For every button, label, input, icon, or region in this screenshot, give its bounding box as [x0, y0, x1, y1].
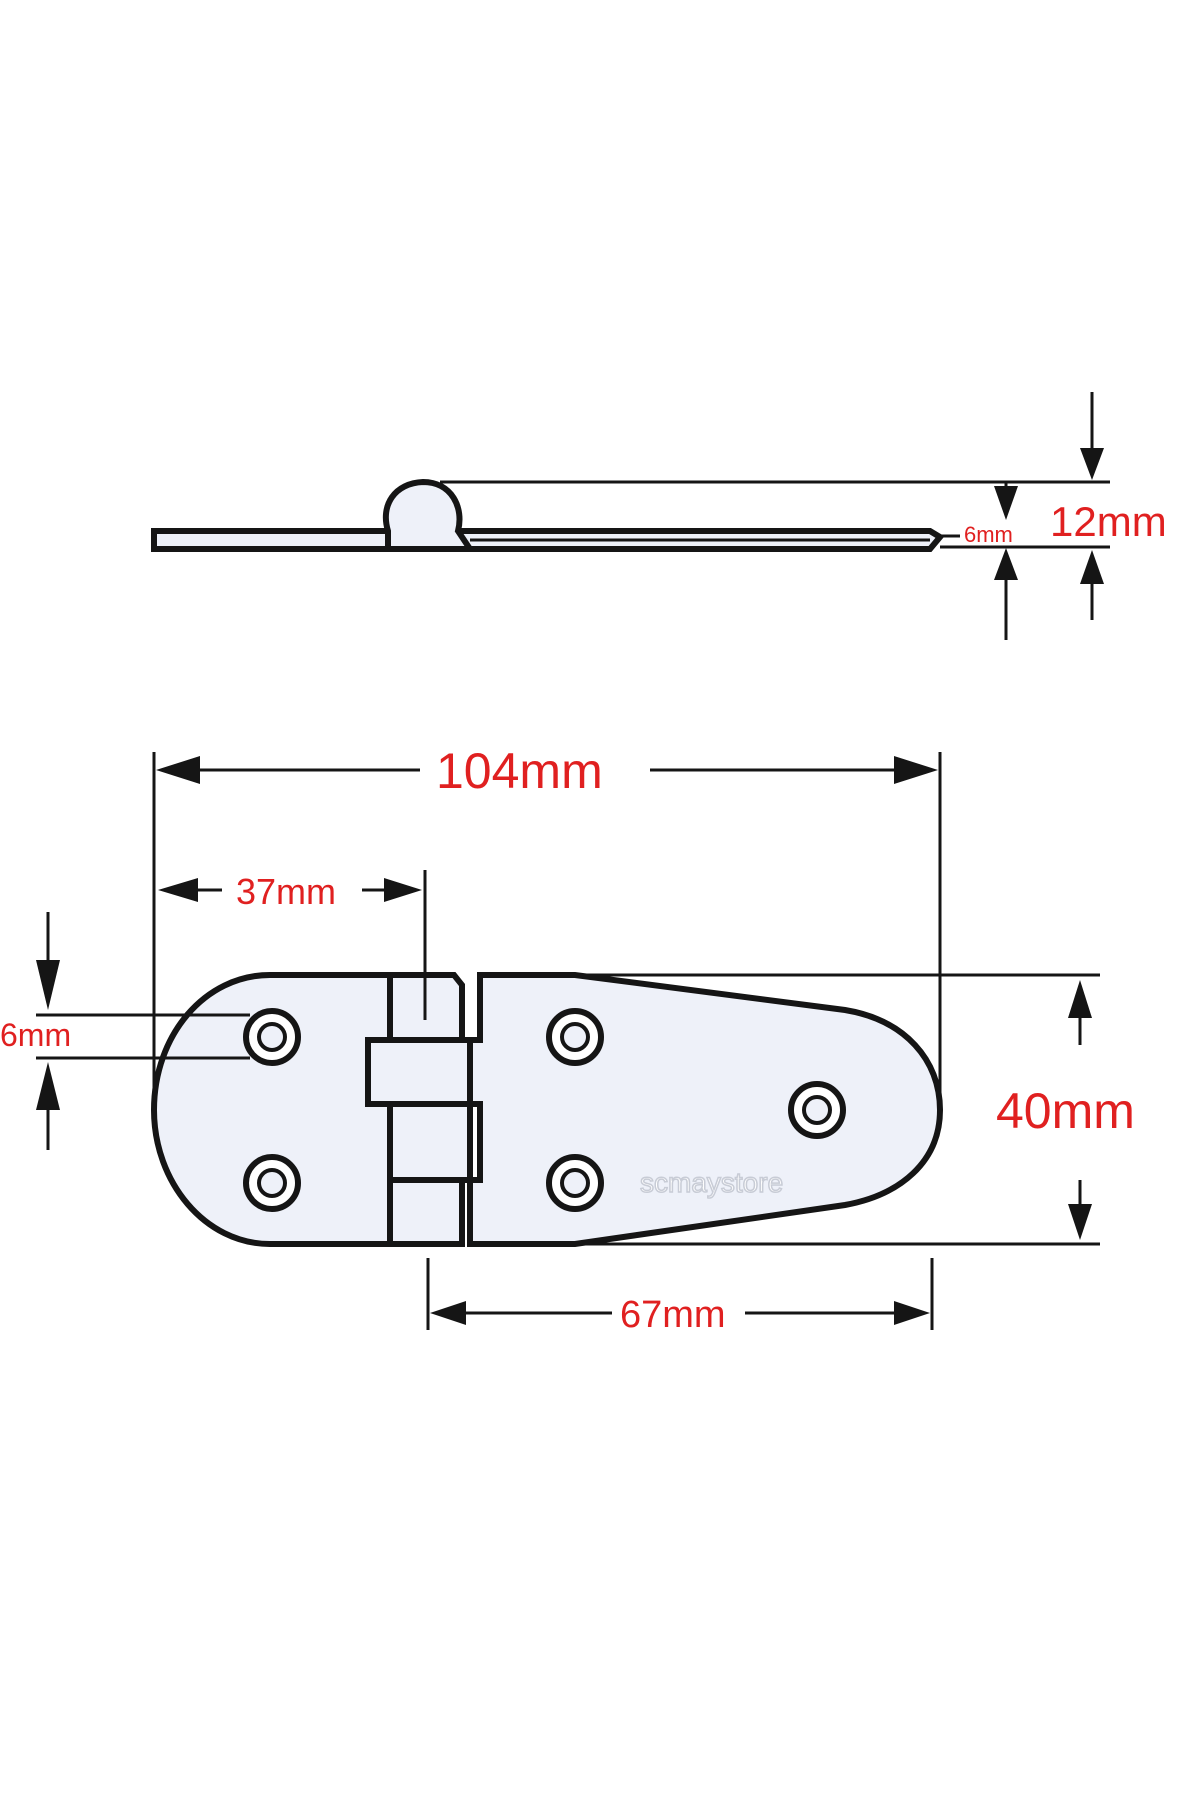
side-6mm-top-arrow [994, 486, 1018, 520]
mounting-hole [546, 1008, 604, 1066]
overall-right-arrow [894, 756, 938, 784]
width-top-arrow [1068, 980, 1092, 1018]
side-12mm-top-arrow [1080, 448, 1104, 480]
top-view: scmaystore 104mm 37mm 6mm 40mm [0, 743, 1135, 1336]
hole-top-arrow [36, 960, 60, 1010]
hole-bottom-arrow [36, 1062, 60, 1110]
long-leaf-length-label: 67mm [620, 1294, 726, 1336]
side-thickness-label: 6mm [964, 522, 1013, 547]
mounting-hole [788, 1081, 846, 1139]
hole-diameter-label: 6mm [0, 1017, 71, 1053]
knuckle-segment-lower [387, 1101, 473, 1183]
mounting-hole [546, 1154, 604, 1212]
width-label: 40mm [996, 1083, 1135, 1139]
mounting-hole [243, 1154, 301, 1212]
left-leaf [150, 972, 393, 1247]
side-knuckle [382, 478, 476, 552]
knuckle-offset-label: 37mm [236, 871, 336, 912]
overall-left-arrow [156, 756, 200, 784]
width-bottom-arrow [1068, 1204, 1092, 1240]
leaf-left-arrow [430, 1301, 466, 1325]
side-12mm-bottom-arrow [1080, 550, 1104, 584]
leaf-right-arrow [894, 1301, 930, 1325]
mounting-hole [243, 1008, 301, 1066]
offset-left-arrow [158, 878, 198, 902]
watermark: scmaystore [640, 1167, 783, 1198]
side-left-leaf [151, 528, 391, 552]
side-view: 12mm 6mm [151, 392, 1167, 640]
right-leaf [467, 972, 944, 1247]
side-6mm-bottom-arrow [994, 548, 1018, 580]
overall-length-label: 104mm [436, 743, 603, 799]
side-height-label: 12mm [1050, 498, 1167, 545]
offset-right-arrow [384, 878, 422, 902]
knuckle-segment [365, 1037, 473, 1107]
